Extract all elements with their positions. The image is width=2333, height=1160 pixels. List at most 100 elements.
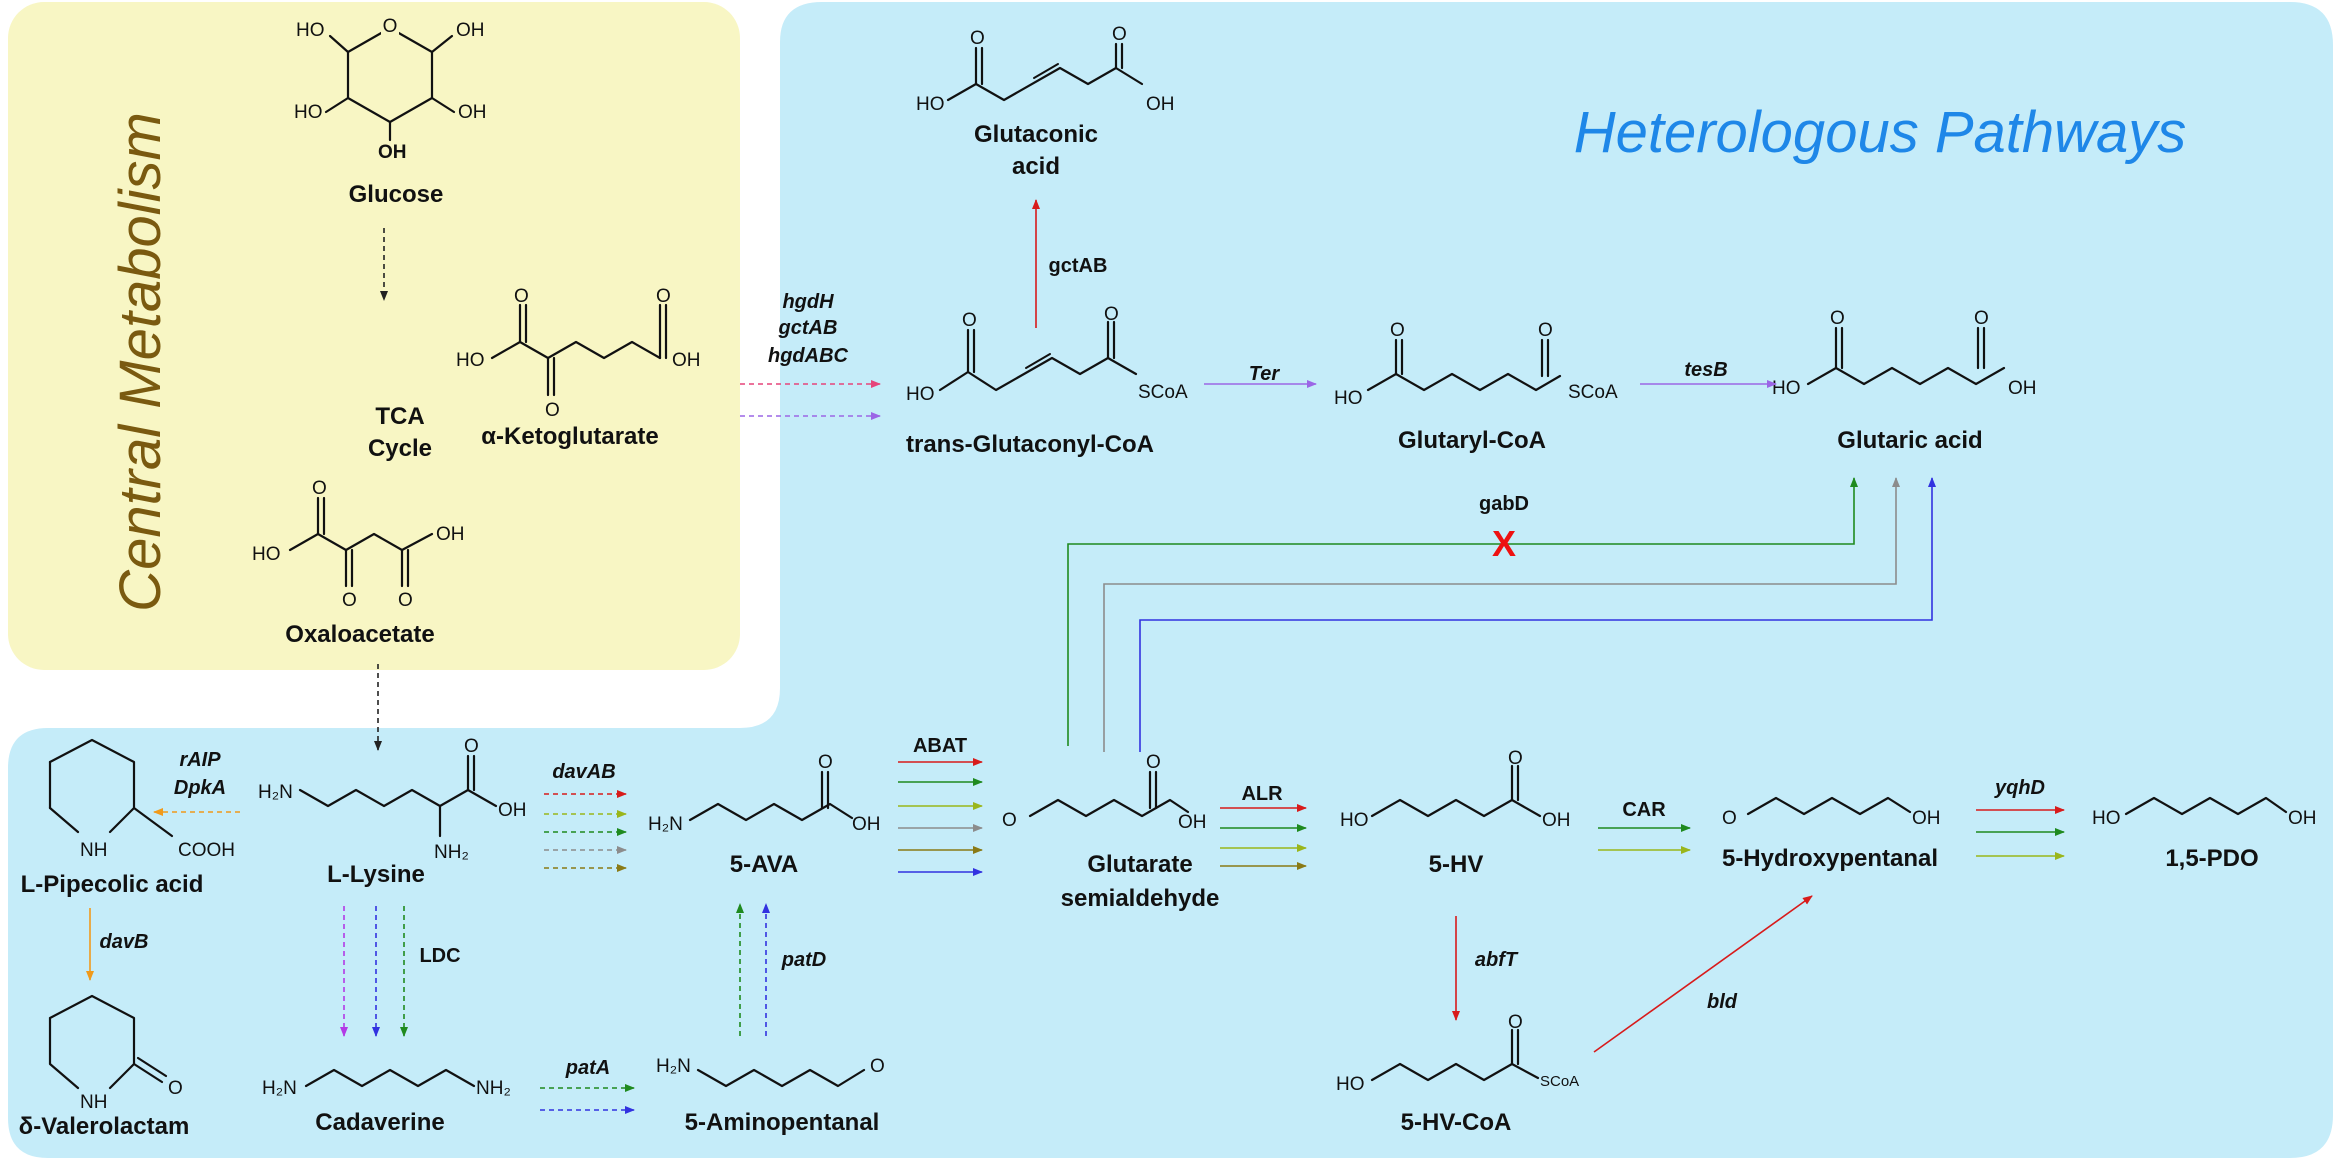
central-metabolism-title: Central Metabolism	[108, 112, 173, 612]
label-glutaric-acid: Glutaric acid	[1837, 427, 1982, 454]
label-glutaconic-line2: acid	[1012, 153, 1060, 180]
svg-text:H₂N: H₂N	[648, 814, 683, 835]
enzyme-hgdh: hgdH	[782, 291, 834, 313]
hv-coa-structure: HO O SCoA	[1336, 1012, 1579, 1095]
svg-text:OH: OH	[1146, 94, 1175, 115]
enzyme-yqhd: yqhD	[1994, 777, 2045, 799]
svg-text:O: O	[464, 736, 479, 757]
svg-text:OH: OH	[458, 102, 487, 123]
glucose-structure: O HO OH HO OH OH	[294, 14, 487, 163]
svg-text:O: O	[1508, 1012, 1523, 1033]
svg-text:O: O	[545, 400, 560, 421]
label-glutaconic-line1: Glutaconic	[974, 121, 1098, 148]
arrow-gabd-blue	[1139, 477, 1936, 752]
enzyme-davab: davAB	[552, 761, 615, 783]
arrow-bld	[1593, 895, 1813, 1053]
svg-text:O: O	[1508, 748, 1523, 769]
enzyme-ter: Ter	[1249, 363, 1281, 385]
enzyme-patd: patD	[781, 949, 826, 971]
label-glutaryl-coa: Glutaryl-CoA	[1398, 427, 1546, 454]
label-hydroxypentanal: 5-Hydroxypentanal	[1722, 845, 1938, 872]
svg-text:SCoA: SCoA	[1540, 1073, 1579, 1090]
svg-text:SCoA: SCoA	[1568, 382, 1618, 403]
svg-text:HO: HO	[1772, 378, 1801, 399]
label-glucose: Glucose	[349, 181, 444, 208]
svg-text:O: O	[1002, 810, 1017, 831]
label-valerolactam: δ-Valerolactam	[19, 1113, 190, 1140]
glutaryl-coa-structure: HO O O SCoA	[1334, 320, 1618, 409]
gabd-blocked-mark: X	[1492, 523, 1516, 564]
label-aminopentanal: 5-Aminopentanal	[685, 1109, 880, 1136]
svg-text:HO: HO	[456, 350, 485, 371]
aminopentanal-structure: H₂N O	[656, 1056, 885, 1088]
svg-text:OH: OH	[672, 350, 701, 371]
svg-text:O: O	[818, 752, 833, 773]
enzyme-car: CAR	[1622, 799, 1666, 821]
enzyme-dpka: DpkA	[174, 777, 226, 799]
svg-text:O: O	[1830, 308, 1845, 329]
l-pipecolic-structure: NH COOH	[48, 738, 235, 861]
label-ava: 5-AVA	[730, 851, 798, 878]
svg-text:COOH: COOH	[178, 840, 235, 861]
ava-structure: H₂N O OH	[648, 752, 881, 835]
label-akg: α-Ketoglutarate	[481, 423, 658, 450]
svg-text:OH: OH	[436, 524, 465, 545]
svg-text:H₂N: H₂N	[262, 1078, 297, 1099]
svg-text:O: O	[514, 286, 529, 307]
enzyme-raip: rAIP	[179, 749, 221, 771]
pdo-structure: HO OH	[2092, 796, 2317, 829]
svg-text:H₂N: H₂N	[258, 782, 293, 803]
svg-text:O: O	[1722, 808, 1737, 829]
svg-text:HO: HO	[2092, 808, 2121, 829]
l-lysine-structure: H₂N O OH NH₂	[258, 736, 527, 863]
svg-text:O: O	[1390, 320, 1405, 341]
label-oxaloacetate: Oxaloacetate	[285, 621, 434, 648]
label-hv-coa: 5-HV-CoA	[1401, 1109, 1512, 1136]
svg-text:SCoA: SCoA	[1138, 382, 1188, 403]
glutaconyl-coa-structure: HO O O SCoA	[906, 304, 1188, 405]
cadaverine-structure: H₂N NH₂	[262, 1068, 511, 1099]
label-tca-line2: Cycle	[368, 435, 432, 462]
svg-text:HO: HO	[294, 102, 323, 123]
label-hv: 5-HV	[1429, 851, 1484, 878]
enzyme-hgdabc: hgdABC	[768, 345, 849, 367]
label-cadaverine: Cadaverine	[315, 1109, 444, 1136]
enzyme-davb: davB	[100, 931, 149, 953]
valerolactam-structure: NH O	[48, 994, 183, 1113]
svg-text:OH: OH	[456, 20, 485, 41]
svg-text:O: O	[1538, 320, 1553, 341]
svg-text:O: O	[383, 16, 398, 37]
enzyme-gabd: gabD	[1479, 493, 1529, 515]
svg-text:O: O	[398, 590, 413, 611]
svg-text:O: O	[962, 310, 977, 331]
svg-text:O: O	[1112, 24, 1127, 45]
svg-text:HO: HO	[1340, 810, 1369, 831]
oxaloacetate-structure: HO O O O OH	[252, 478, 465, 611]
enzyme-gctab-italic: gctAB	[778, 317, 838, 339]
svg-text:OH: OH	[378, 142, 407, 163]
svg-text:NH: NH	[80, 1092, 107, 1113]
label-l-lysine: L-Lysine	[327, 861, 425, 888]
svg-text:OH: OH	[498, 800, 527, 821]
svg-text:H₂N: H₂N	[656, 1056, 691, 1077]
arrow-gabd-gray	[1103, 477, 1900, 752]
svg-text:HO: HO	[916, 94, 945, 115]
svg-text:NH₂: NH₂	[476, 1078, 511, 1099]
svg-text:O: O	[1104, 304, 1119, 325]
svg-text:OH: OH	[1912, 808, 1941, 829]
label-l-pipecolic: L-Pipecolic acid	[21, 871, 204, 898]
gsa-structure: O O OH	[1002, 752, 1207, 833]
central-metabolism-region	[8, 2, 740, 670]
enzyme-abat: ABAT	[913, 735, 967, 757]
svg-text:OH: OH	[2288, 808, 2317, 829]
heterologous-pathways-title: Heterologous Pathways	[1574, 100, 2187, 165]
glutaric-acid-structure: HO O O OH	[1772, 308, 2037, 399]
enzyme-ldc: LDC	[419, 945, 460, 967]
enzyme-gctab: gctAB	[1049, 255, 1108, 277]
svg-text:OH: OH	[1178, 812, 1207, 833]
enzyme-pata: patA	[565, 1057, 610, 1079]
svg-text:O: O	[970, 28, 985, 49]
svg-text:HO: HO	[906, 384, 935, 405]
